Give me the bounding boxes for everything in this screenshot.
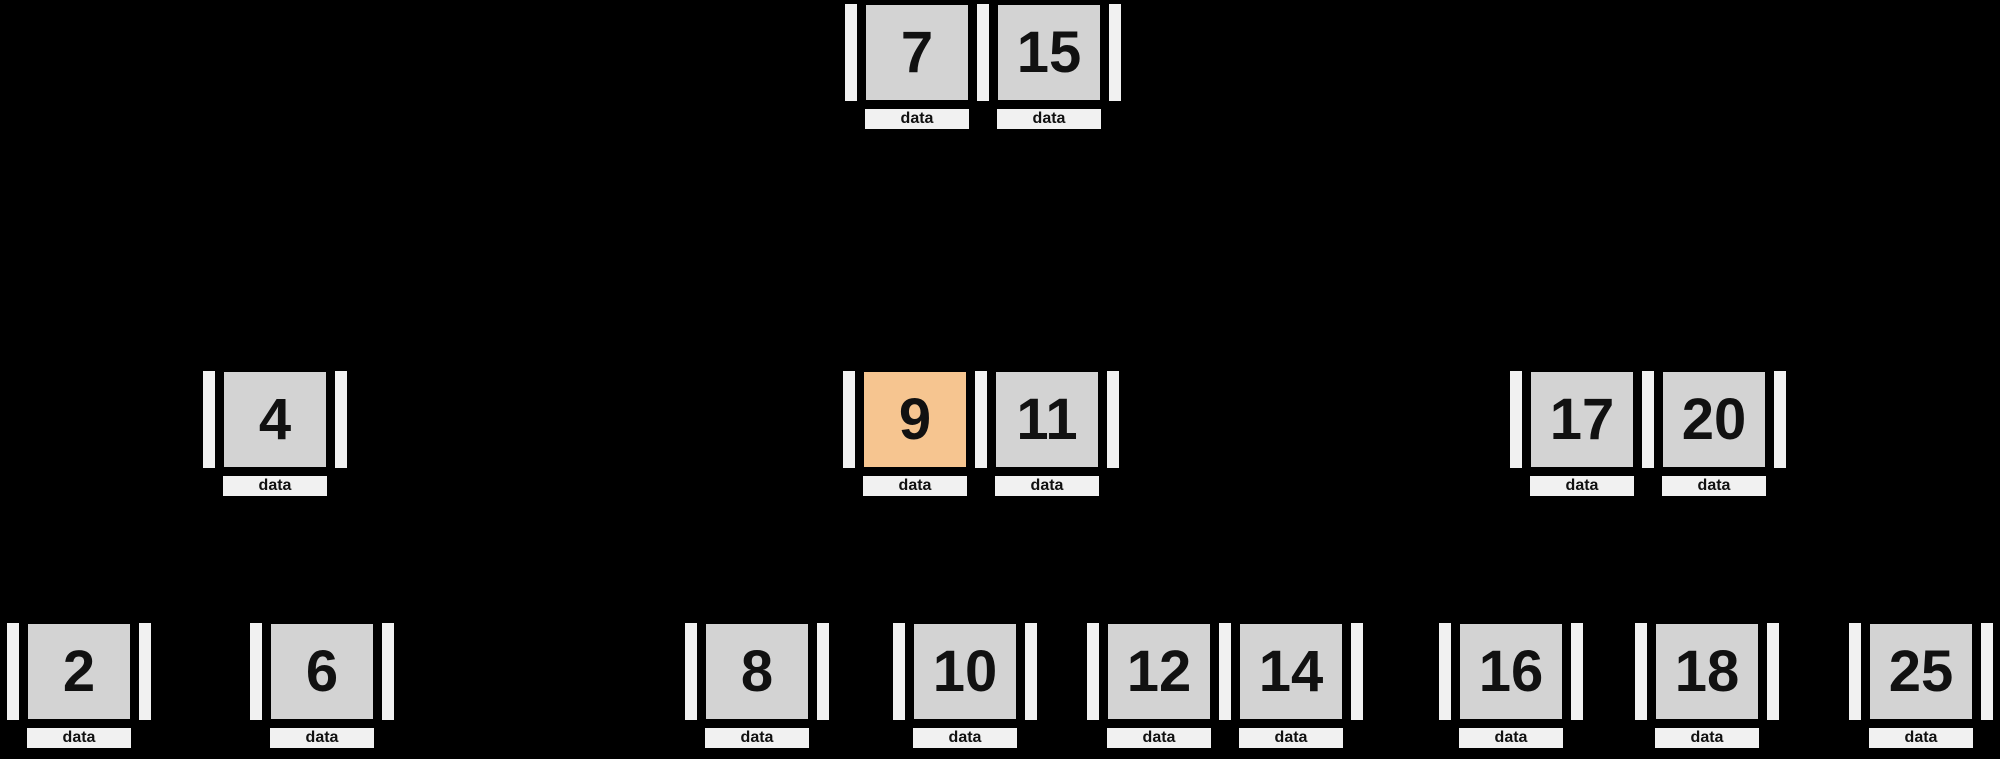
key-cell: 11 data xyxy=(993,369,1101,498)
key-cell: 6 data xyxy=(268,621,376,750)
child-pointer-slot xyxy=(1023,621,1039,722)
data-pointer-label: data xyxy=(25,726,133,750)
child-pointer-slot xyxy=(1772,369,1788,470)
child-pointer-slot xyxy=(1217,621,1233,722)
child-pointer-slot xyxy=(1640,369,1656,470)
data-pointer-label: data xyxy=(995,107,1103,131)
key-box: 17 xyxy=(1528,369,1636,470)
data-pointer-label: data xyxy=(863,107,971,131)
data-pointer-label: data xyxy=(1237,726,1345,750)
child-pointer-slot xyxy=(1085,621,1101,722)
child-pointer-slot xyxy=(973,369,989,470)
data-pointer-label: data xyxy=(911,726,1019,750)
btree-node-4: 4 data xyxy=(201,369,349,498)
child-pointer-slot xyxy=(1105,369,1121,470)
key-box: 12 xyxy=(1105,621,1213,722)
data-pointer-label: data xyxy=(221,474,329,498)
key-cell: 18 data xyxy=(1653,621,1761,750)
key-box: 15 xyxy=(995,2,1103,103)
child-pointer-slot xyxy=(1979,621,1995,722)
btree-node-7-15: 7 data 15 data xyxy=(843,2,1123,131)
child-pointer-slot xyxy=(1569,621,1585,722)
btree-node-9-11: 9 data 11 data xyxy=(841,369,1121,498)
data-pointer-label: data xyxy=(1653,726,1761,750)
child-pointer-slot xyxy=(975,2,991,103)
child-pointer-slot xyxy=(1349,621,1365,722)
key-box: 8 xyxy=(703,621,811,722)
key-cell: 4 data xyxy=(221,369,329,498)
key-box: 4 xyxy=(221,369,329,470)
child-pointer-slot xyxy=(137,621,153,722)
child-pointer-slot xyxy=(843,2,859,103)
key-cell: 2 data xyxy=(25,621,133,750)
data-pointer-label: data xyxy=(1867,726,1975,750)
key-cell: 16 data xyxy=(1457,621,1565,750)
child-pointer-slot xyxy=(201,369,217,470)
key-box: 25 xyxy=(1867,621,1975,722)
data-pointer-label: data xyxy=(993,474,1101,498)
key-box: 2 xyxy=(25,621,133,722)
data-pointer-label: data xyxy=(1457,726,1565,750)
data-pointer-label: data xyxy=(268,726,376,750)
child-pointer-slot xyxy=(248,621,264,722)
data-pointer-label: data xyxy=(703,726,811,750)
child-pointer-slot xyxy=(333,369,349,470)
btree-node-10: 10 data xyxy=(891,621,1039,750)
child-pointer-slot xyxy=(841,369,857,470)
btree-node-8: 8 data xyxy=(683,621,831,750)
key-box-highlighted: 9 xyxy=(861,369,969,470)
key-cell: 20 data xyxy=(1660,369,1768,498)
btree-node-25: 25 data xyxy=(1847,621,1995,750)
child-pointer-slot xyxy=(1633,621,1649,722)
data-pointer-label: data xyxy=(1528,474,1636,498)
data-pointer-label: data xyxy=(861,474,969,498)
key-cell: 15 data xyxy=(995,2,1103,131)
key-cell: 17 data xyxy=(1528,369,1636,498)
key-box: 11 xyxy=(993,369,1101,470)
key-cell: 7 data xyxy=(863,2,971,131)
key-cell: 9 data xyxy=(861,369,969,498)
child-pointer-slot xyxy=(1765,621,1781,722)
data-pointer-label: data xyxy=(1660,474,1768,498)
key-box: 18 xyxy=(1653,621,1761,722)
key-box: 14 xyxy=(1237,621,1345,722)
child-pointer-slot xyxy=(1107,2,1123,103)
key-box: 7 xyxy=(863,2,971,103)
btree-node-2: 2 data xyxy=(5,621,153,750)
child-pointer-slot xyxy=(1437,621,1453,722)
key-cell: 14 data xyxy=(1237,621,1345,750)
key-cell: 12 data xyxy=(1105,621,1213,750)
child-pointer-slot xyxy=(815,621,831,722)
key-box: 20 xyxy=(1660,369,1768,470)
child-pointer-slot xyxy=(380,621,396,722)
child-pointer-slot xyxy=(5,621,21,722)
child-pointer-slot xyxy=(1847,621,1863,722)
btree-node-17-20: 17 data 20 data xyxy=(1508,369,1788,498)
key-box: 6 xyxy=(268,621,376,722)
data-pointer-label: data xyxy=(1105,726,1213,750)
btree-node-18: 18 data xyxy=(1633,621,1781,750)
child-pointer-slot xyxy=(1508,369,1524,470)
child-pointer-slot xyxy=(683,621,699,722)
key-box: 16 xyxy=(1457,621,1565,722)
btree-node-6: 6 data xyxy=(248,621,396,750)
key-cell: 25 data xyxy=(1867,621,1975,750)
btree-node-12-14: 12 data 14 data xyxy=(1085,621,1365,750)
key-box: 10 xyxy=(911,621,1019,722)
key-cell: 8 data xyxy=(703,621,811,750)
key-cell: 10 data xyxy=(911,621,1019,750)
child-pointer-slot xyxy=(891,621,907,722)
btree-node-16: 16 data xyxy=(1437,621,1585,750)
